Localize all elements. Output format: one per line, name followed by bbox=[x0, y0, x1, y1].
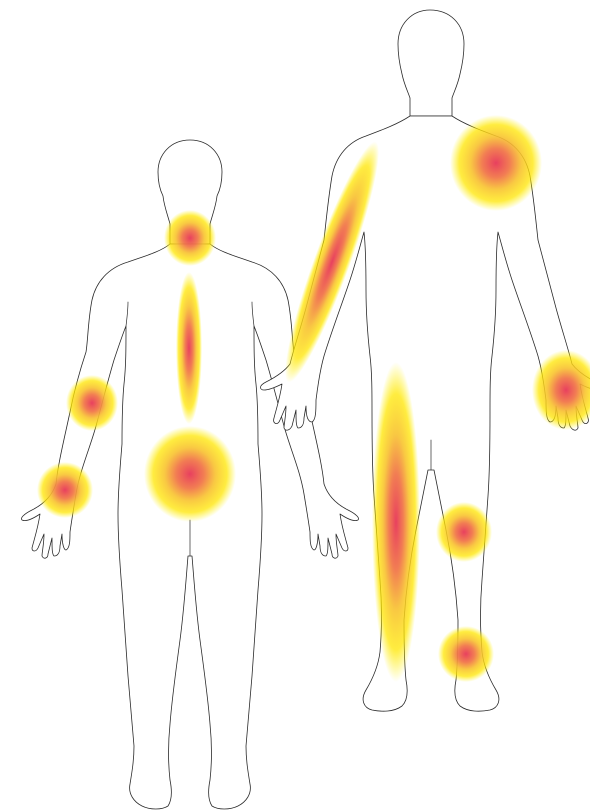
pain-spot-back-neck bbox=[164, 210, 216, 266]
pain-spot-back-right-elbow bbox=[66, 375, 118, 431]
pain-spot-front-left-shoulder bbox=[450, 115, 542, 211]
front-head bbox=[398, 10, 464, 116]
pain-spot-front-right-leg bbox=[372, 362, 420, 682]
front-view-figure bbox=[261, 10, 590, 711]
pain-spot-back-spine bbox=[176, 272, 202, 424]
pain-spot-front-left-knee bbox=[436, 502, 492, 562]
pain-spot-back-right-wrist bbox=[37, 462, 93, 518]
pain-spot-back-lower-back bbox=[144, 426, 236, 522]
pain-spot-front-left-ankle bbox=[438, 626, 494, 682]
